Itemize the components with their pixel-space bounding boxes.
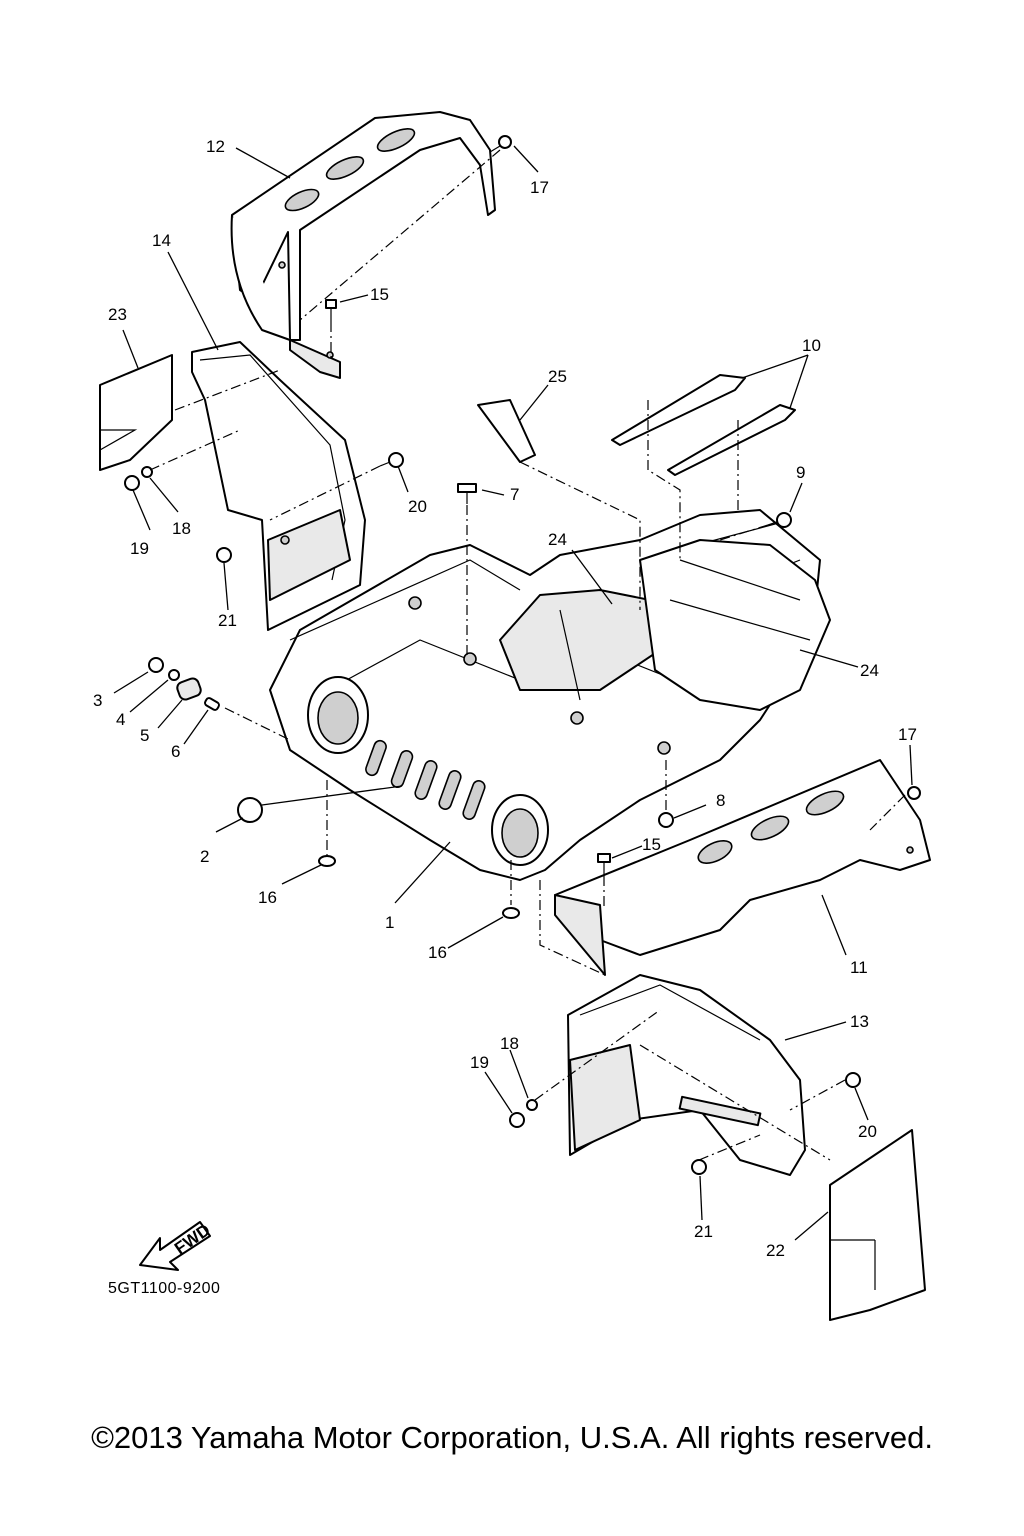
callout-17-top: 17: [530, 178, 549, 197]
callout-16-lower: 16: [428, 943, 447, 962]
callout-13: 13: [850, 1012, 869, 1031]
callout-19-left: 19: [130, 539, 149, 558]
callout-6: 6: [171, 742, 180, 761]
fwd-arrow-icon: FWD: [139, 1220, 214, 1271]
part-11-rear-lower-fender: [554, 759, 931, 976]
assembly-lines: [149, 149, 906, 1161]
callout-3: 3: [93, 691, 102, 710]
leader-lines: [113, 145, 913, 1241]
callout-21-right: 21: [694, 1222, 713, 1241]
callout-labels: 12 17 14 15 23 10 25 9 7 20 18 19 24 21 …: [93, 137, 917, 1260]
callout-16-left: 16: [258, 888, 277, 907]
callout-12: 12: [206, 137, 225, 156]
callout-24-right: 24: [860, 661, 879, 680]
callout-24-top: 24: [548, 530, 567, 549]
part-25-strip: [477, 399, 536, 463]
callout-7: 7: [510, 485, 519, 504]
callout-4: 4: [116, 710, 125, 729]
callout-20-right: 20: [858, 1122, 877, 1141]
callout-15-lower: 15: [642, 835, 661, 854]
part-12-rear-upper-fender: [230, 111, 496, 379]
callout-19-right: 19: [470, 1053, 489, 1072]
callout-8: 8: [716, 791, 725, 810]
callout-21-left: 21: [218, 611, 237, 630]
callout-18-right: 18: [500, 1034, 519, 1053]
callout-25: 25: [548, 367, 567, 386]
part-14-left-mudguard: [191, 341, 366, 631]
callout-14: 14: [152, 231, 171, 250]
callout-1: 1: [385, 913, 394, 932]
callout-22: 22: [766, 1241, 785, 1260]
fwd-label: FWD: [171, 1220, 214, 1258]
callout-10: 10: [802, 336, 821, 355]
part-13-right-mudguard: [567, 974, 806, 1176]
callout-20-left: 20: [408, 497, 427, 516]
catalog-number: 5GT1100-9200: [108, 1280, 221, 1297]
callout-23: 23: [108, 305, 127, 324]
callout-18-left: 18: [172, 519, 191, 538]
copyright-notice: ©2013 Yamaha Motor Corporation, U.S.A. A…: [91, 1420, 933, 1455]
callout-15-top: 15: [370, 285, 389, 304]
callout-2: 2: [200, 847, 209, 866]
hardware: [124, 135, 921, 1175]
callout-17-right: 17: [898, 725, 917, 744]
part-10-trim-strips: [611, 374, 796, 476]
callout-11: 11: [850, 958, 868, 977]
part-22-right-flap: [829, 1129, 926, 1321]
callout-5: 5: [140, 726, 149, 745]
callout-9: 9: [796, 463, 805, 482]
part-23-left-flap: [99, 354, 173, 471]
